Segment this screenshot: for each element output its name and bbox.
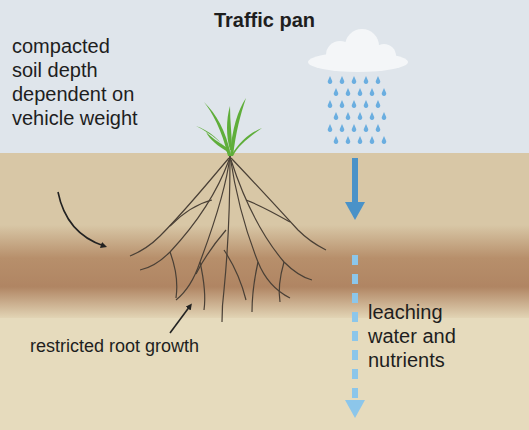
root <box>196 230 226 274</box>
raindrops <box>328 76 387 144</box>
raindrop <box>370 136 375 144</box>
root <box>252 262 258 312</box>
raindrop <box>346 112 351 120</box>
raindrop <box>370 112 375 120</box>
leaching-arrowhead <box>345 400 365 418</box>
sky <box>0 0 529 153</box>
raindrop <box>382 112 387 120</box>
raindrop <box>340 124 345 132</box>
raindrop <box>334 112 339 120</box>
root <box>231 158 326 250</box>
compacted-layer <box>0 225 529 320</box>
root <box>246 200 290 222</box>
leader-arrow <box>58 192 104 246</box>
annotation-label: compacted soil depth dependent on vehicl… <box>12 34 140 130</box>
raindrop <box>376 76 381 84</box>
raindrop <box>346 136 351 144</box>
raindrop <box>358 112 363 120</box>
raindrop <box>370 88 375 96</box>
raindrop <box>340 100 345 108</box>
raindrop <box>328 124 333 132</box>
raindrop <box>328 100 333 108</box>
raindrop <box>382 88 387 96</box>
root <box>200 262 205 310</box>
raindrop <box>364 100 369 108</box>
leaching-arrow <box>352 255 358 402</box>
plant-roots <box>130 156 326 322</box>
raindrop <box>346 88 351 96</box>
root <box>224 250 246 300</box>
cloud <box>308 29 408 72</box>
raindrop <box>376 100 381 108</box>
raindrop <box>352 76 357 84</box>
raindrop <box>340 76 345 84</box>
raindrop <box>382 136 387 144</box>
plant-leaves <box>196 98 262 156</box>
raindrop <box>328 76 333 84</box>
raindrop <box>352 100 357 108</box>
raindrop <box>364 76 369 84</box>
annotation-label: leaching water and nutrients <box>368 300 486 372</box>
root <box>170 200 212 226</box>
root <box>231 160 312 280</box>
raindrop <box>364 124 369 132</box>
annotation-label: restricted root growth <box>30 336 260 358</box>
raindrop <box>334 88 339 96</box>
water-arrowhead <box>345 202 365 220</box>
root <box>140 160 229 270</box>
leader-arrow <box>170 306 190 333</box>
raindrop <box>358 136 363 144</box>
raindrop <box>352 124 357 132</box>
raindrop <box>358 88 363 96</box>
water-arrow <box>352 158 358 205</box>
root <box>170 252 177 298</box>
root <box>279 262 284 302</box>
root <box>222 156 230 322</box>
raindrop <box>376 124 381 132</box>
raindrop <box>334 136 339 144</box>
title: Traffic pan <box>0 8 529 32</box>
